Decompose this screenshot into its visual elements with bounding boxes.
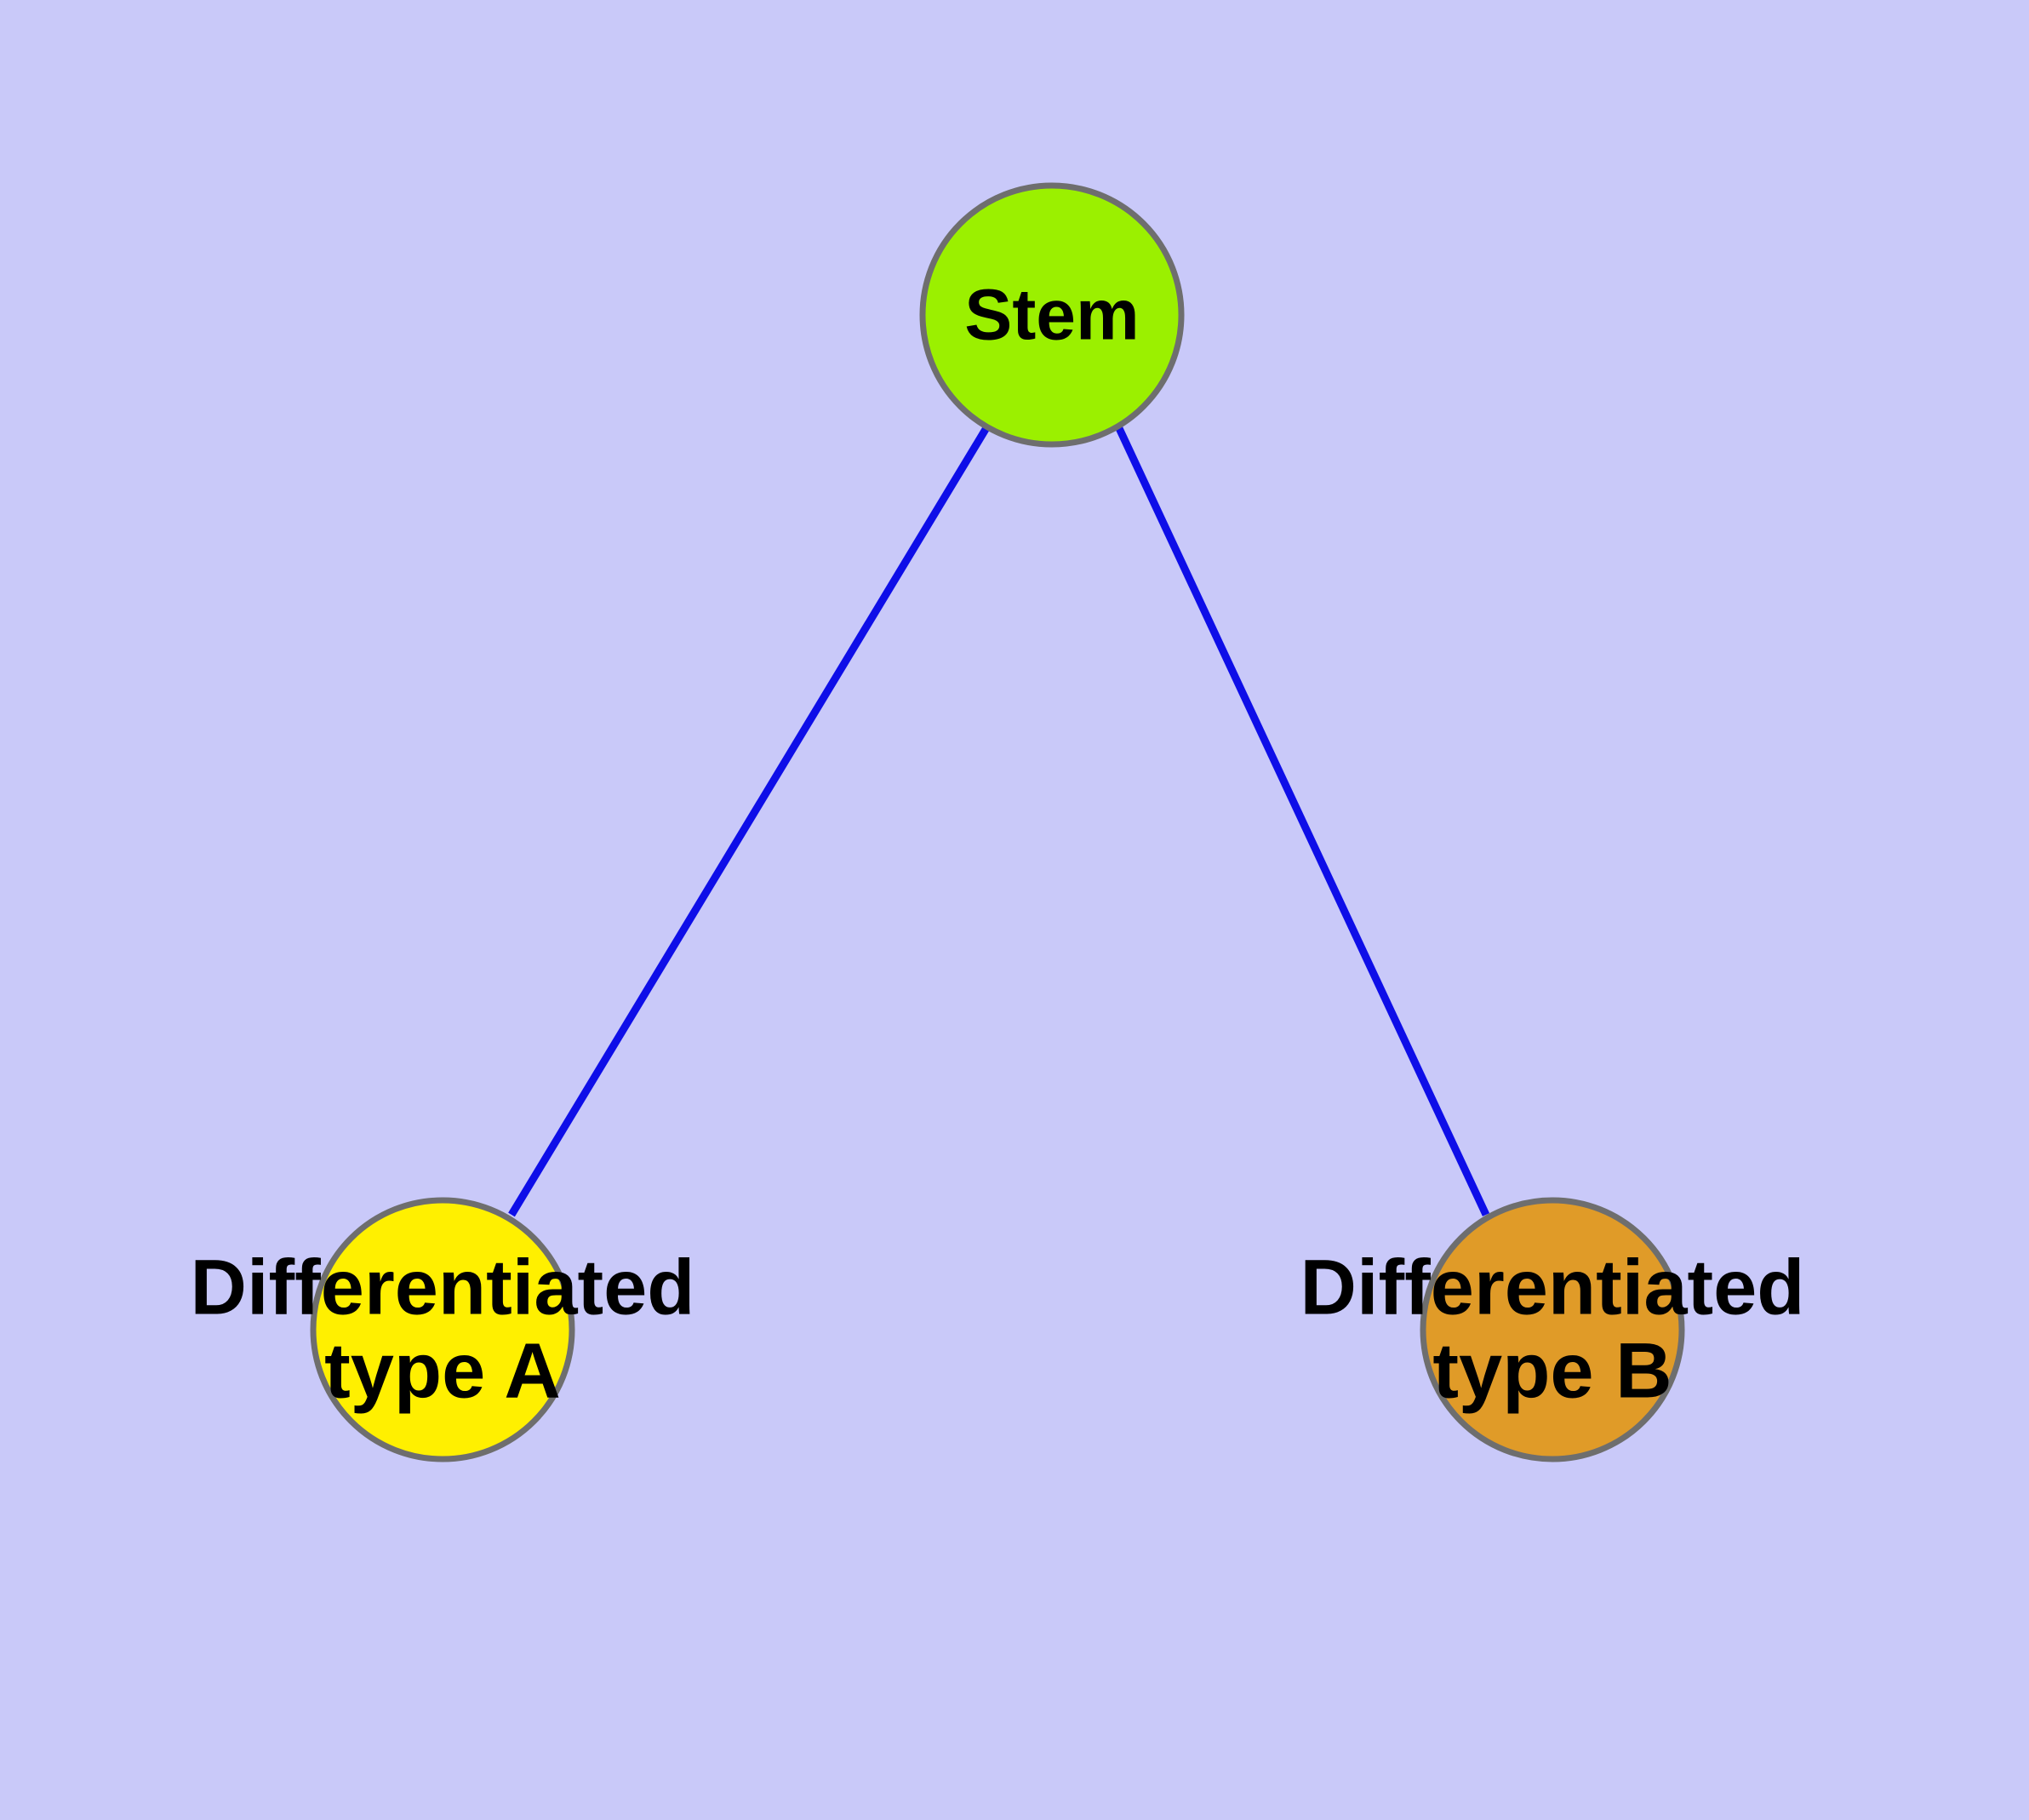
graph-edge-stem-to-diff-b[interactable] — [1114, 425, 1490, 1216]
graph-node-diff_b[interactable] — [1420, 1197, 1685, 1462]
node-layer — [310, 182, 1685, 1462]
graph-node-stem[interactable] — [919, 182, 1185, 448]
graph-node-diff_a[interactable] — [310, 1197, 575, 1462]
graph-edge-stem-to-diff-a[interactable] — [508, 424, 991, 1217]
edge-layer — [508, 424, 1490, 1217]
